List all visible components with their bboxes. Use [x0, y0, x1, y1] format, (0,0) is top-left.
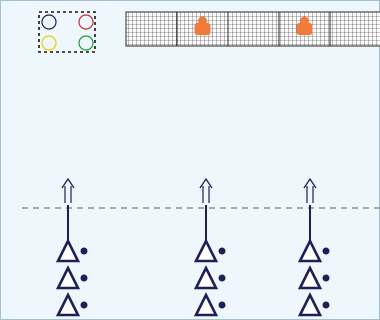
cone-icon [193, 292, 219, 317]
ball-icon [80, 247, 88, 255]
goal [329, 11, 380, 47]
goal-net [125, 11, 178, 47]
arrow-head [303, 177, 317, 189]
goal-net [227, 11, 280, 47]
goal [125, 11, 178, 47]
cone-icon [193, 238, 219, 263]
ball-icon [218, 301, 226, 309]
drill-column [55, 177, 88, 317]
cone-with-ball [297, 292, 330, 317]
arrow-shaft [64, 186, 72, 203]
cone-with-ball [297, 238, 330, 263]
cone-icon [193, 265, 219, 290]
ball-icon [80, 301, 88, 309]
goal [176, 11, 229, 47]
cone-with-ball [193, 265, 226, 290]
goal [278, 11, 331, 47]
ball-icon [218, 274, 226, 282]
ring-yellow-icon [41, 35, 57, 51]
drill-column [193, 177, 226, 317]
drill-column [297, 177, 330, 317]
run-arrow-icon [199, 177, 213, 203]
goal [227, 11, 280, 47]
goalkeeper-head [198, 16, 207, 26]
ball-icon [80, 274, 88, 282]
cone-icon [55, 292, 81, 317]
run-arrow-icon [61, 177, 75, 203]
cone-with-ball [55, 265, 88, 290]
ball-icon [218, 247, 226, 255]
run-arrow-icon [303, 177, 317, 203]
cone-icon [297, 265, 323, 290]
ball-icon [322, 247, 330, 255]
cone-icon [55, 265, 81, 290]
ball-icon [322, 301, 330, 309]
goalkeeper-head [300, 16, 309, 26]
goalkeeper-body [296, 23, 313, 35]
ring-navy-icon [41, 14, 57, 30]
ring-green-icon [78, 35, 94, 51]
arrow-shaft [202, 186, 210, 203]
cone-with-ball [193, 292, 226, 317]
arrow-head [199, 177, 213, 189]
cone-icon [55, 238, 81, 263]
cone-with-ball [55, 238, 88, 263]
goalkeeper-icon [296, 16, 313, 35]
arrow-shaft [306, 186, 314, 203]
cone-icon [297, 292, 323, 317]
cone-with-ball [193, 238, 226, 263]
goal-net [329, 11, 380, 47]
cone-icon [297, 238, 323, 263]
cone-with-ball [297, 265, 330, 290]
equipment-legend [38, 11, 96, 53]
goal-row [125, 11, 380, 47]
goalkeeper-body [194, 23, 211, 35]
ball-icon [322, 274, 330, 282]
cone-with-ball [55, 292, 88, 317]
ring-red-icon [78, 14, 94, 30]
goalkeeper-icon [194, 16, 211, 35]
arrow-head [61, 177, 75, 189]
drill-columns [55, 177, 330, 317]
